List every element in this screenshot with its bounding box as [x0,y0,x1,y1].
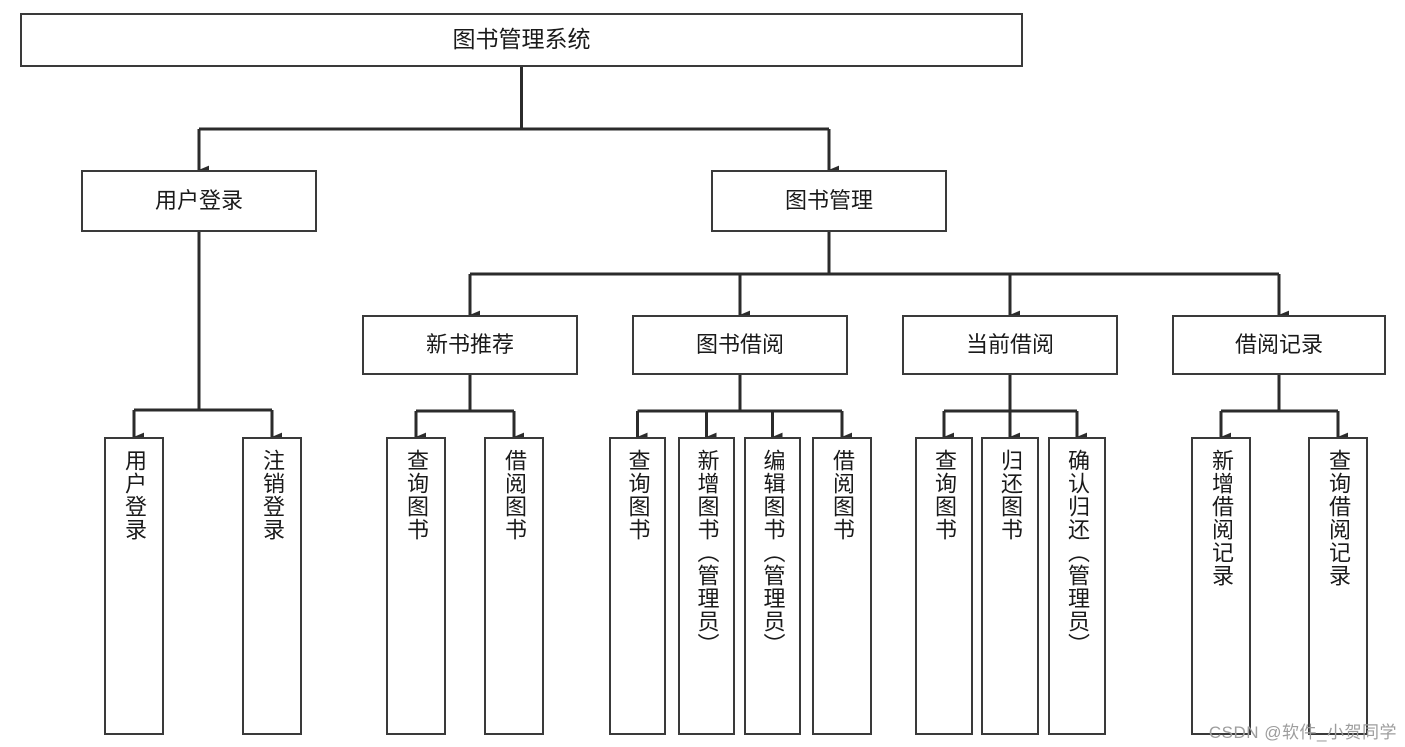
node-leaf-query-borrow-record-label: 查询借阅记录 [1326,449,1351,587]
node-leaf-borrow-book-label: 借阅图书 [830,449,855,541]
node-leaf-confirm-return-admin-label: 确认归还（管理员） [1065,449,1090,656]
node-book-manage-label: 图书管理 [784,188,873,214]
node-borrow-record-label: 借阅记录 [1234,332,1323,358]
node-root[interactable]: 图书管理系统 [20,13,1023,67]
node-leaf-borrow-book-recommend[interactable]: 借阅图书 [484,437,544,735]
node-leaf-add-borrow-record-label: 新增借阅记录 [1209,449,1234,587]
node-root-label: 图书管理系统 [452,26,591,53]
node-leaf-query-book-current[interactable]: 查询图书 [915,437,973,735]
node-leaf-borrow-book-recommend-label: 借阅图书 [502,449,527,541]
node-leaf-add-borrow-record[interactable]: 新增借阅记录 [1191,437,1251,735]
node-borrow-record[interactable]: 借阅记录 [1172,315,1386,375]
node-leaf-user-login[interactable]: 用户登录 [104,437,164,735]
node-new-book-recommend[interactable]: 新书推荐 [362,315,578,375]
node-leaf-query-book-borrow-label: 查询图书 [625,449,651,541]
node-user-login-label: 用户登录 [154,188,243,214]
node-book-borrow[interactable]: 图书借阅 [632,315,848,375]
node-leaf-borrow-book[interactable]: 借阅图书 [812,437,872,735]
node-leaf-add-book-admin-label: 新增图书（管理员） [694,449,720,656]
node-leaf-return-book-label: 归还图书 [998,449,1023,541]
node-new-book-recommend-label: 新书推荐 [425,332,514,358]
node-leaf-edit-book-admin[interactable]: 编辑图书（管理员） [744,437,801,735]
node-user-login[interactable]: 用户登录 [81,170,317,232]
node-leaf-user-logout-label: 注销登录 [260,449,285,541]
node-book-manage[interactable]: 图书管理 [711,170,947,232]
watermark-text: CSDN @软件_小贺同学 [1208,723,1397,742]
node-leaf-user-login-label: 用户登录 [122,449,147,541]
node-leaf-query-borrow-record[interactable]: 查询借阅记录 [1308,437,1368,735]
node-leaf-user-logout[interactable]: 注销登录 [242,437,302,735]
node-current-borrow[interactable]: 当前借阅 [902,315,1118,375]
node-leaf-edit-book-admin-label: 编辑图书（管理员） [760,449,786,656]
node-leaf-query-book-recommend[interactable]: 查询图书 [386,437,446,735]
node-leaf-query-book-borrow[interactable]: 查询图书 [609,437,666,735]
node-book-borrow-label: 图书借阅 [695,332,784,358]
node-leaf-query-book-current-label: 查询图书 [932,449,957,541]
node-current-borrow-label: 当前借阅 [965,332,1054,358]
node-leaf-return-book[interactable]: 归还图书 [981,437,1039,735]
node-leaf-add-book-admin[interactable]: 新增图书（管理员） [678,437,735,735]
node-leaf-confirm-return-admin[interactable]: 确认归还（管理员） [1048,437,1106,735]
node-leaf-query-book-recommend-label: 查询图书 [404,449,429,541]
